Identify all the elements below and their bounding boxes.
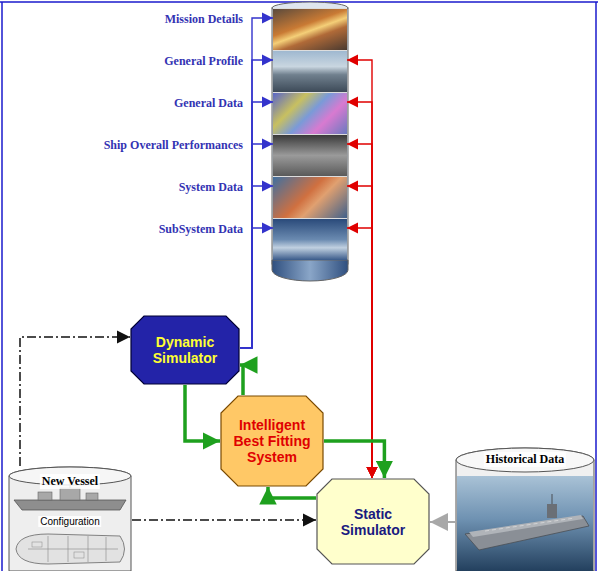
database-cylinder-body xyxy=(272,8,348,264)
database-label: Configuration xyxy=(38,516,101,527)
box-text: Intelligent Best Fitting System xyxy=(228,417,316,465)
connector-arrow xyxy=(240,186,273,348)
database-record: General Data xyxy=(273,92,347,134)
connector-arrow xyxy=(240,365,243,395)
octagon-shape xyxy=(131,316,239,384)
connector-arrow xyxy=(240,102,273,348)
simulator-box: Dynamic Simulator xyxy=(130,315,240,385)
connector-arrow xyxy=(185,385,220,441)
fitting-system-box: Intelligent Best Fitting System xyxy=(220,395,324,487)
connector-arrow xyxy=(268,487,316,498)
connector-arrow xyxy=(132,519,316,521)
database-label: New Vessel xyxy=(40,474,100,489)
connector-arrow xyxy=(430,521,455,523)
connector-arrow xyxy=(240,144,273,348)
record-label: Ship Overall Performances xyxy=(104,138,243,152)
database-record: Mission Details xyxy=(273,8,347,50)
simulator-box: Static Simulator xyxy=(316,478,430,565)
box-label: Dynamic Simulator xyxy=(143,334,227,366)
record-label: SubSystem Data xyxy=(159,222,243,236)
record-label: System Data xyxy=(179,180,243,194)
box-text: Dynamic Simulator xyxy=(143,334,227,366)
connector-arrow xyxy=(240,18,273,348)
database-record: General Profile xyxy=(273,50,347,92)
box-label: Intelligent Best Fitting System xyxy=(228,417,316,465)
database-cylinder-bottom xyxy=(272,260,348,281)
vessel-database: New VesselConfiguration xyxy=(8,466,132,571)
record-label: General Profile xyxy=(164,54,243,68)
connector-arrow xyxy=(324,441,384,478)
database-record: System Data xyxy=(273,176,347,218)
record-label: Mission Details xyxy=(165,12,243,26)
octagon-shape xyxy=(221,396,323,486)
frame-line xyxy=(1,2,3,571)
record-label: General Data xyxy=(174,96,243,110)
database-record: SubSystem Data xyxy=(273,218,347,260)
connector-arrow xyxy=(347,144,372,478)
connector-arrow xyxy=(240,228,273,348)
box-text: Static Simulator xyxy=(327,506,419,538)
connector-arrow xyxy=(347,102,372,478)
connector-arrow xyxy=(20,337,130,466)
box-label: Static Simulator xyxy=(327,506,419,538)
database-record: Ship Overall Performances xyxy=(273,134,347,176)
connector-arrow xyxy=(347,186,372,478)
frame-line xyxy=(595,2,597,571)
octagon-shape xyxy=(317,479,429,564)
history-database: Historical Data xyxy=(455,446,595,571)
connector-arrow xyxy=(240,60,273,348)
connector-arrow xyxy=(347,60,372,478)
database-label: Historical Data xyxy=(484,452,566,467)
